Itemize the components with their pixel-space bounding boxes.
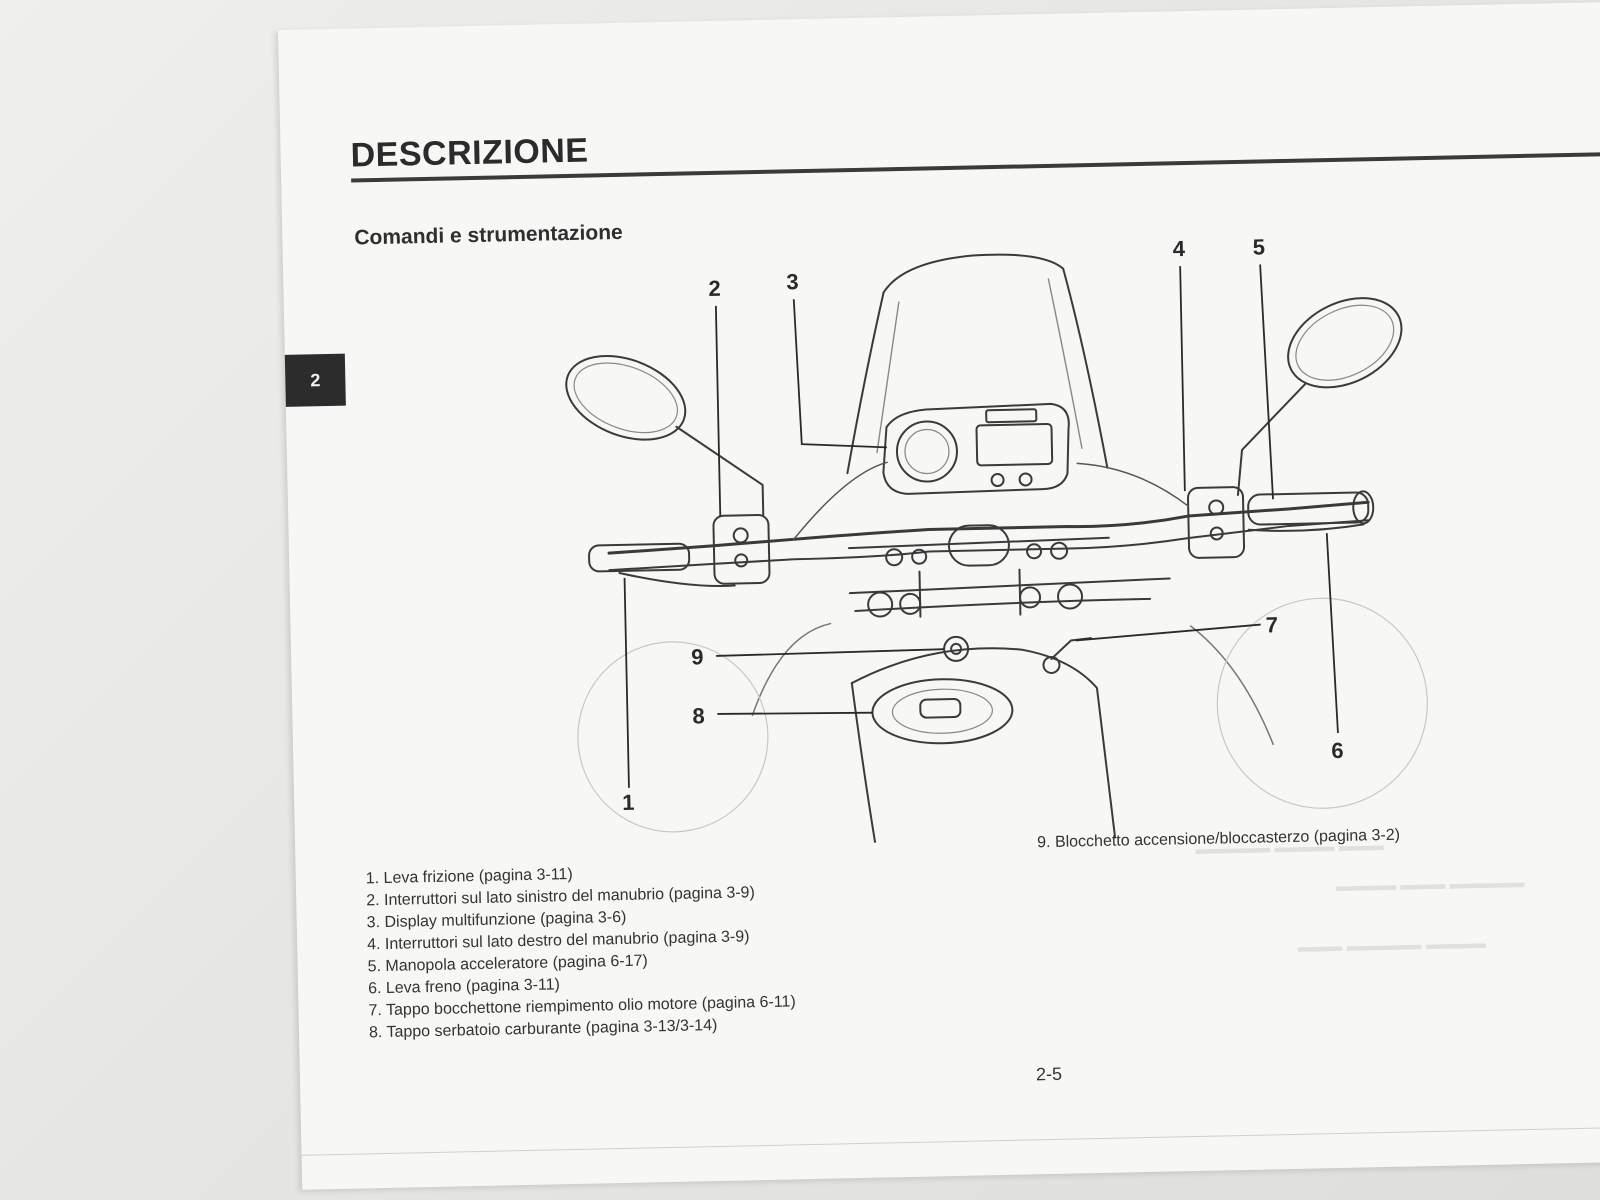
bottom-rule (301, 1126, 1600, 1156)
leader-lines (623, 264, 1339, 788)
cockpit-drawing (565, 253, 1428, 844)
brake-lever (1247, 523, 1365, 532)
lcd-panel (975, 422, 1054, 467)
leader-1 (623, 577, 630, 788)
instrument-cluster (882, 402, 1070, 495)
callout-9: 9 (690, 644, 704, 670)
left-mirror-stem (675, 425, 765, 516)
right-mirror-stem (1236, 382, 1307, 496)
right-switch-housing (1186, 486, 1246, 559)
callout-6: 6 (1331, 737, 1344, 764)
leader-8 (717, 711, 873, 715)
caption-list-left: 1. Leva frizione (pagina 3-11) 2. Interr… (366, 854, 1070, 1045)
speedometer-dial (895, 420, 958, 483)
left-switch-housing (712, 514, 771, 585)
manual-page: ▬▬▬ ▬▬▬▬ ▬▬▬▬▬ ▬▬▬▬▬ ▬▬▬ ▬▬▬▬ ▬▬▬▬ ▬▬▬▬▬… (278, 2, 1600, 1190)
right-mirror (1287, 297, 1403, 389)
leader-7 (1075, 623, 1261, 642)
throttle-grip (1247, 491, 1370, 526)
page-title: DESCRIZIONE (350, 131, 589, 175)
leader-2 (714, 305, 722, 516)
callout-7: 7 (1265, 612, 1279, 638)
handlebar (607, 500, 1370, 555)
left-mirror (565, 355, 687, 441)
show-through-text: ▬▬▬▬▬ ▬▬▬ ▬▬▬▬ (1335, 874, 1525, 896)
clutch-lever (618, 571, 736, 588)
chapter-tab: 2 (284, 353, 346, 407)
leader-6 (1325, 533, 1339, 734)
callout-8: 8 (692, 703, 705, 729)
show-through-text: ▬▬▬▬ ▬▬▬▬▬ ▬▬▬ (1297, 934, 1486, 956)
left-grip (588, 542, 691, 573)
callout-5: 5 (1252, 234, 1266, 260)
leader-5 (1259, 264, 1274, 500)
cockpit-illustration: 1 2 3 4 5 6 7 8 9 (542, 201, 1435, 849)
callout-1: 1 (621, 789, 635, 815)
callout-2: 2 (708, 275, 722, 302)
leader-3 (792, 299, 887, 449)
windscreen-outline (882, 253, 1109, 469)
leader-4 (1179, 266, 1186, 492)
callout-3: 3 (786, 269, 799, 295)
callout-4: 4 (1172, 236, 1186, 262)
page-number: 2-5 (1035, 1063, 1063, 1085)
leader-9 (716, 648, 945, 657)
fuel-tank (850, 647, 1117, 839)
